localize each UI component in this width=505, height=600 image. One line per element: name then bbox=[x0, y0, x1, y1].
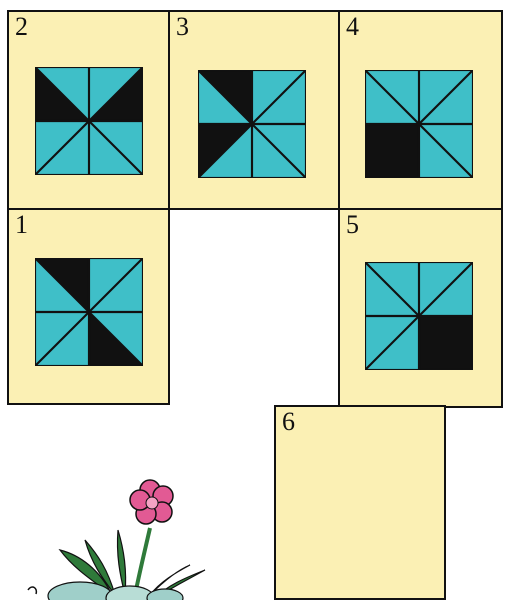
pinwheel-tile bbox=[35, 258, 143, 366]
card-number: 5 bbox=[346, 212, 359, 238]
card-number: 4 bbox=[346, 14, 359, 40]
card-6: 6 bbox=[274, 405, 446, 600]
card-5: 5 bbox=[338, 208, 503, 408]
card-3: 3 bbox=[168, 10, 340, 210]
card-number: 1 bbox=[15, 212, 28, 238]
card-1: 1 bbox=[7, 208, 170, 405]
pinwheel-tile bbox=[35, 67, 143, 175]
card-number: 3 bbox=[176, 14, 189, 40]
card-2: 2 bbox=[7, 10, 170, 210]
pinwheel-tile bbox=[365, 262, 473, 370]
flower-plant-icon bbox=[0, 470, 230, 600]
pinwheel-tile bbox=[198, 70, 306, 178]
card-4: 4 bbox=[338, 10, 503, 210]
pinwheel-tile bbox=[365, 70, 473, 178]
card-number: 6 bbox=[282, 409, 295, 435]
card-number: 2 bbox=[15, 14, 28, 40]
